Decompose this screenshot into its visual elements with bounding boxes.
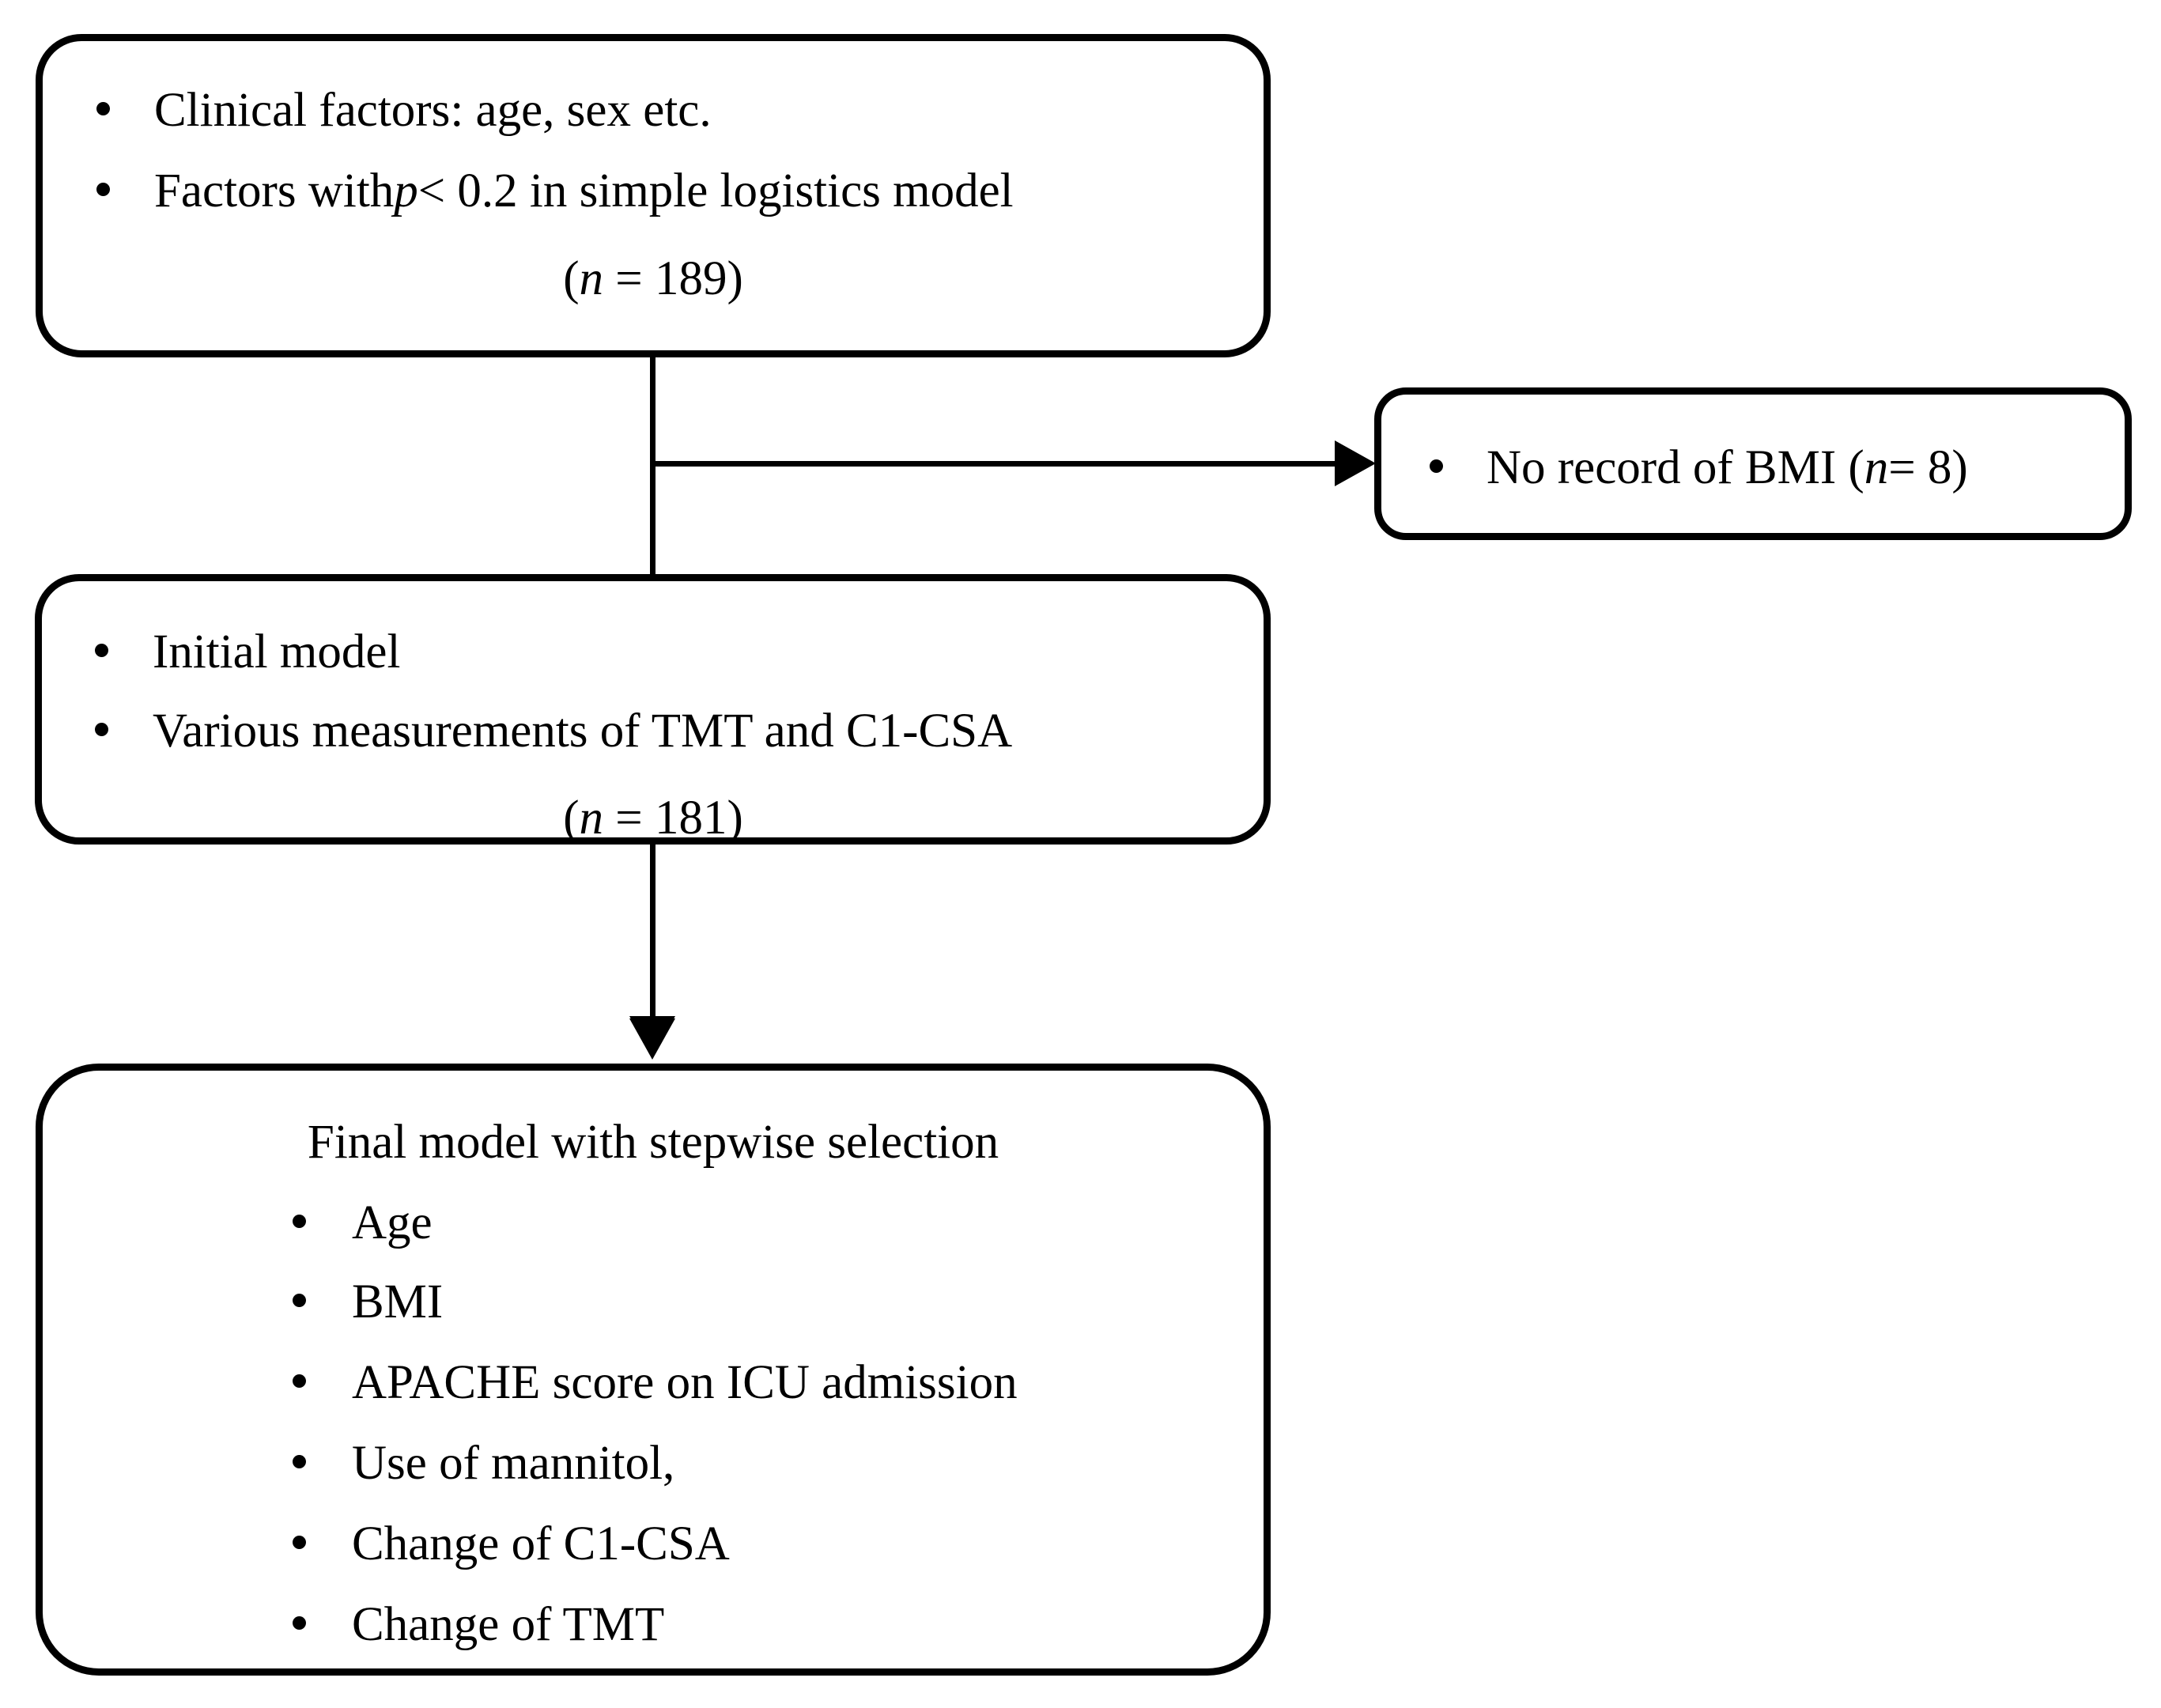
edge-initial-to-final-line [650,845,655,1020]
eligible-bullet-1-label: Clinical factors: age, sex etc. [154,84,712,137]
final-bullet-3-label: APACHE score on ICU admission [352,1356,1018,1409]
eligible-count-rest: = 189) [603,252,743,305]
eligible-bullet-2: Factors with p < 0.2 in simple logistics… [96,164,1014,219]
eligible-bullet-2-suffix: < 0.2 in simple logistics model [417,164,1014,217]
initial-bullet-2-label: Various measurements of TMT and C1-CSA [153,705,1013,758]
final-bullet-5: Change of C1-CSA [293,1517,730,1572]
eligible-bullet-1: Clinical factors: age, sex etc. [96,83,712,138]
initial-count-line: (n = 181) [36,791,1271,846]
final-bullet-6-label: Change of TMT [352,1598,665,1651]
initial-count-italic: n [579,792,604,845]
edge-initial-to-final-arrowhead [629,1018,675,1060]
edge-eligible-to-excluded-line [650,461,1338,467]
final-bullet-1-label: Age [352,1196,433,1249]
excluded-bullet-1-italic: n [1864,441,1889,494]
edge-eligible-to-excluded-arrowhead [1335,440,1376,486]
final-model-heading: Final model with stepwise selection [307,1116,999,1169]
final-bullet-6: Change of TMT [293,1597,664,1653]
excluded-bullet-1-suffix: = 8) [1888,441,1968,494]
initial-bullet-2: Various measurements of TMT and C1-CSA [95,704,1012,759]
final-bullet-3: APACHE score on ICU admission [293,1355,1018,1411]
eligible-count-italic: n [579,252,604,305]
excluded-bullet-1: No record of BMI ( n = 8) [1430,440,1968,496]
final-bullet-4-label: Use of mannitol, [352,1437,675,1490]
final-bullet-2-label: BMI [352,1275,444,1328]
node-final-model[interactable] [36,1064,1271,1676]
eligible-count-line: (n = 189) [36,251,1271,307]
eligible-bullet-2-italic: p [394,164,418,217]
eligible-bullet-2-prefix: Factors with [154,164,395,217]
excluded-bullet-1-prefix: No record of BMI ( [1487,441,1864,494]
node-excluded-no-bmi[interactable] [1374,387,2132,540]
final-bullet-5-label: Change of C1-CSA [352,1517,730,1570]
final-bullet-1: Age [293,1196,433,1251]
final-bullet-2: BMI [293,1275,443,1330]
initial-bullet-1: Initial model [95,625,400,680]
initial-count-rest: = 181) [603,792,743,845]
initial-count-open: ( [563,792,580,845]
node-initial-model[interactable] [35,574,1271,845]
initial-bullet-1-label: Initial model [153,625,401,678]
final-bullet-4: Use of mannitol, [293,1436,674,1491]
node-eligible-factors[interactable] [36,34,1271,357]
eligible-count-open: ( [563,252,580,305]
